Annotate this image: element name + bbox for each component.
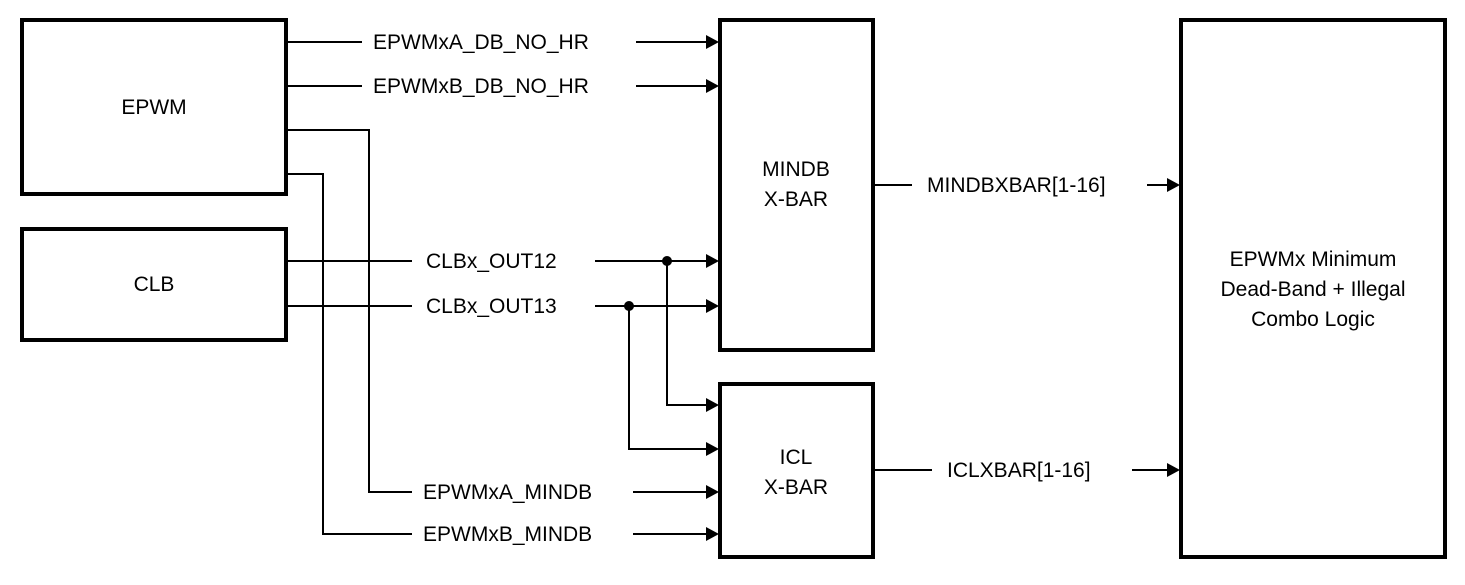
svg-text:CLBx_OUT13: CLBx_OUT13 <box>426 295 557 318</box>
svg-text:EPWMxA_DB_NO_HR: EPWMxA_DB_NO_HR <box>373 31 589 54</box>
arrow-head-icon <box>706 398 719 412</box>
arrow-head-icon <box>706 35 719 49</box>
clb-block <box>20 227 288 342</box>
signal-epwmxa-mindb: EPWMxA_MINDB <box>288 129 719 504</box>
arrow-head-icon <box>706 485 719 499</box>
logic-label-line1: EPWMx Minimum <box>1230 248 1397 271</box>
svg-text:ICLXBAR[1-16]: ICLXBAR[1-16] <box>947 459 1091 482</box>
svg-text:EPWMxB_MINDB: EPWMxB_MINDB <box>423 523 592 546</box>
signal-iclxbar: ICLXBAR[1-16] <box>875 459 1180 482</box>
mindb-xbar-label-line2: X-BAR <box>764 188 828 211</box>
svg-text:EPWMxB_DB_NO_HR: EPWMxB_DB_NO_HR <box>373 75 589 98</box>
arrow-head-icon <box>706 79 719 93</box>
arrow-head-icon <box>706 254 719 268</box>
arrow-head-icon <box>1167 178 1180 192</box>
svg-text:CLBx_OUT12: CLBx_OUT12 <box>426 250 557 273</box>
mindb-xbar-label-line1: MINDB <box>762 158 830 181</box>
icl-xbar-block <box>718 382 875 559</box>
arrow-head-icon <box>706 442 719 456</box>
epwm-block <box>20 18 288 196</box>
arrow-head-icon <box>706 527 719 541</box>
arrow-head-icon <box>1167 463 1180 477</box>
signal-clbx-out12: CLBx_OUT12 <box>288 250 719 412</box>
signal-epwmxb-mindb: EPWMxB_MINDB <box>288 173 719 546</box>
signal-clbx-out13: CLBx_OUT13 <box>288 295 719 456</box>
svg-text:MINDBXBAR[1-16]: MINDBXBAR[1-16] <box>927 174 1106 197</box>
signal-epwmxb-db-no-hr: EPWMxB_DB_NO_HR <box>288 75 719 98</box>
icl-xbar-label-line1: ICL <box>780 446 813 469</box>
svg-text:EPWMxA_MINDB: EPWMxA_MINDB <box>423 481 592 504</box>
logic-block <box>1179 18 1447 559</box>
logic-label-line2: Dead-Band + Illegal <box>1220 278 1405 301</box>
signal-mindbxbar: MINDBXBAR[1-16] <box>875 174 1180 197</box>
epwm-label: EPWM <box>121 96 186 119</box>
clb-label: CLB <box>134 273 175 296</box>
mindb-xbar-block <box>718 18 875 352</box>
logic-label-line3: Combo Logic <box>1251 308 1375 331</box>
icl-xbar-label-line2: X-BAR <box>764 476 828 499</box>
arrow-head-icon <box>706 299 719 313</box>
signal-epwmxa-db-no-hr: EPWMxA_DB_NO_HR <box>288 31 719 54</box>
